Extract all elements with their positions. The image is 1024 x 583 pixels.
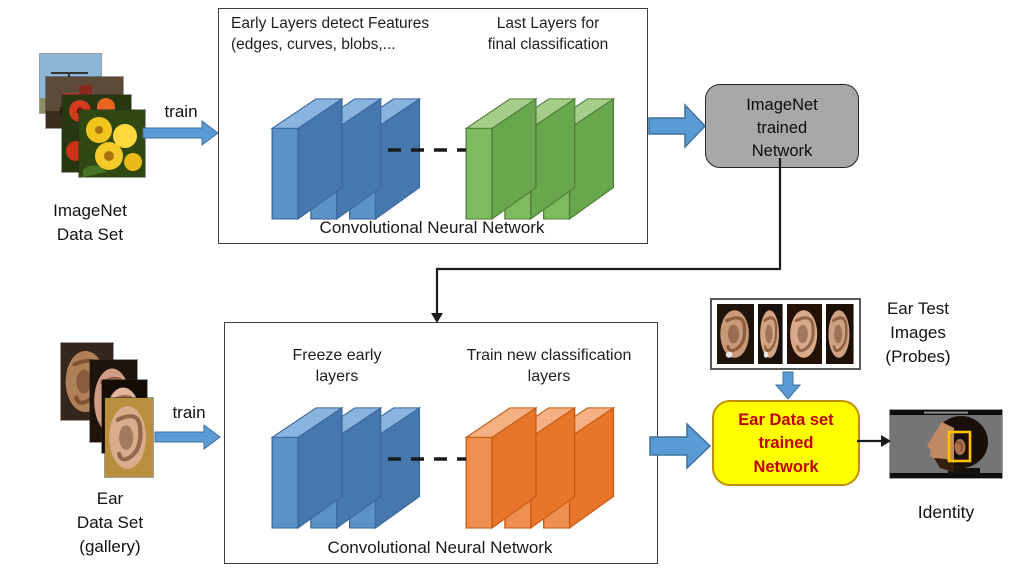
train-arrow-top (142, 120, 219, 146)
early-conv-layers-stack (267, 87, 422, 221)
new-conv-layers-stack (461, 396, 616, 530)
cnn-to-ear-network-arrow (649, 422, 712, 470)
imagenet-photo-yellow-flowers (79, 110, 145, 177)
last-layers-note: Last Layers for final classification (487, 15, 609, 53)
finetune-cnn-caption: Convolutional Neural Network (327, 538, 553, 557)
ear-probe-photo-4 (826, 304, 855, 364)
ear-probes-label: Ear Test Images (Probes) (885, 299, 951, 366)
identity-label: Identity (917, 502, 975, 522)
train-arrow-bottom (154, 424, 221, 450)
cnn-to-imagenet-network-arrow (648, 103, 707, 149)
finetune-train-label: train (172, 403, 206, 422)
ear-probes-strip (710, 298, 861, 370)
pretrain-train-label: train (164, 102, 198, 121)
ear-gallery-photo-4 (105, 398, 153, 477)
early-layers-note: Early Layers detect Features (edges, cur… (231, 15, 430, 53)
identity-result-image (890, 410, 1002, 478)
network-to-identity-arrowhead (881, 435, 891, 447)
last-conv-layers-stack (461, 87, 616, 221)
pretrain-cnn-caption: Convolutional Neural Network (319, 218, 545, 237)
imagenet-dataset-label: ImageNet Data Set (53, 201, 127, 244)
transfer-connector-line (435, 158, 782, 315)
ear-probe-photo-2 (758, 304, 784, 364)
probes-to-network-arrow (774, 371, 802, 400)
transfer-connector-arrowhead (431, 313, 443, 323)
imagenet-network-box: ImageNet trained Network (705, 84, 859, 168)
ear-dataset-label: Ear Data Set (gallery) (76, 489, 144, 556)
ear-probe-photo-1 (717, 304, 755, 364)
train-new-layers-note: Train new classification layers (466, 347, 632, 385)
freeze-layers-note: Freeze early layers (292, 347, 382, 385)
frozen-conv-layers-stack (267, 396, 422, 530)
ear-probe-photo-3 (787, 304, 823, 364)
ear-network-box: Ear Data set trained Network (712, 400, 860, 486)
